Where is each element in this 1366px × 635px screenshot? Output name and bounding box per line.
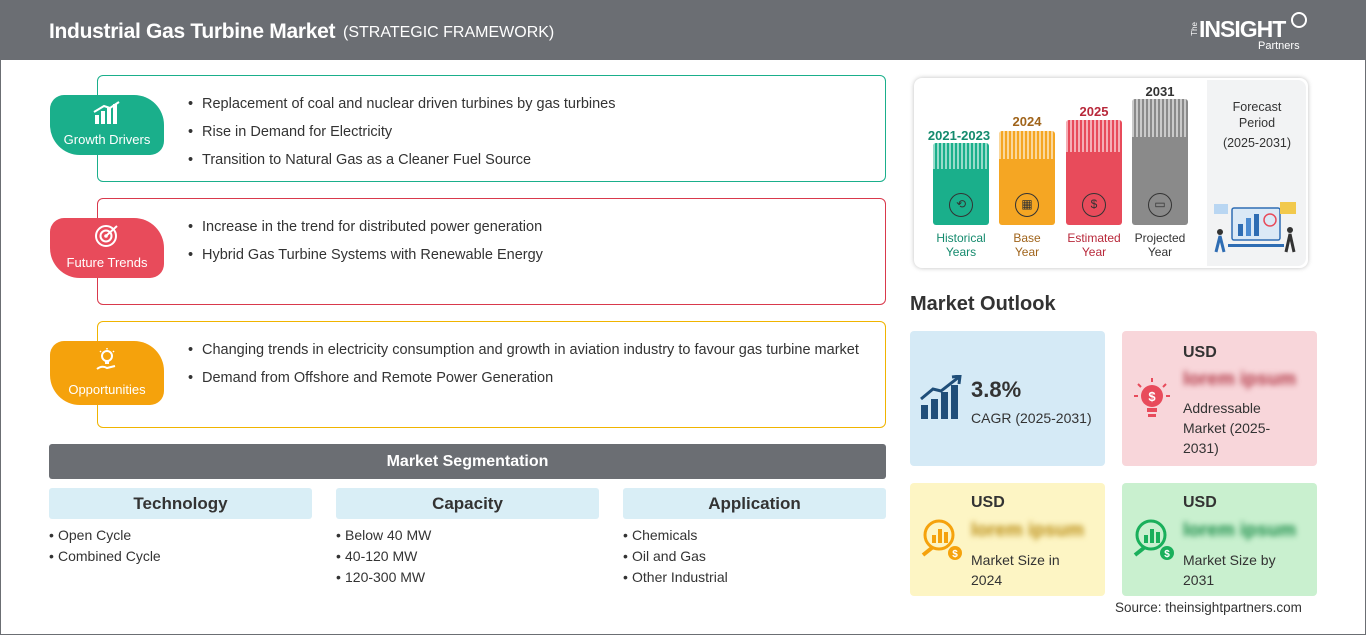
future-trends-list: Increase in the trend for distributed po… bbox=[188, 217, 865, 273]
timeline-year: 2031 bbox=[1145, 84, 1175, 99]
list-item: Combined Cycle bbox=[49, 546, 312, 567]
timeline-label: Base Year bbox=[1013, 231, 1041, 259]
svg-text:$: $ bbox=[1148, 389, 1156, 404]
page-subtitle: (STRATEGIC FRAMEWORK) bbox=[343, 24, 555, 41]
segment-list: Below 40 MW 40-120 MW 120-300 MW bbox=[336, 525, 599, 588]
timeline-bar-projected: ▭ bbox=[1132, 99, 1188, 225]
page-title: Industrial Gas Turbine Market bbox=[49, 20, 336, 43]
logo-main-text: INSIGHT bbox=[1199, 16, 1286, 42]
size2031-label: Market Size by 2031 bbox=[1183, 552, 1276, 588]
segment-heading: Technology bbox=[49, 488, 312, 519]
timeline-label: Estimated Year bbox=[1067, 231, 1121, 259]
addressable-market-box: $ USD lorem ipsum Addressable Market (20… bbox=[1122, 331, 1317, 466]
insight-partners-logo[interactable]: The INSIGHT Partners bbox=[1190, 10, 1310, 54]
cagr-value: 3.8% bbox=[971, 377, 1022, 402]
list-item: Hybrid Gas Turbine Systems with Renewabl… bbox=[188, 245, 865, 265]
list-item: Increase in the trend for distributed po… bbox=[188, 217, 865, 237]
timeline-year: 2024 bbox=[1012, 114, 1042, 129]
market-outlook-title: Market Outlook bbox=[910, 293, 1056, 315]
bar-chart-icon bbox=[50, 101, 164, 130]
size2024-value: lorem ipsum bbox=[971, 520, 1084, 541]
money-chart-icon: $ bbox=[1082, 193, 1106, 217]
future-trends-label: Future Trends bbox=[66, 255, 148, 270]
list-item: Changing trends in electricity consumpti… bbox=[188, 340, 865, 360]
growth-chart-icon bbox=[919, 374, 963, 426]
market-size-2024-box: $ USD lorem ipsum Market Size in 2024 bbox=[910, 483, 1105, 596]
list-item: 40-120 MW bbox=[336, 546, 599, 567]
growth-drivers-card: Replacement of coal and nuclear driven t… bbox=[97, 75, 886, 182]
list-item: Demand from Offshore and Remote Power Ge… bbox=[188, 368, 865, 388]
analytics-illustration-icon bbox=[1210, 198, 1300, 256]
market-size-2031-box: $ USD lorem ipsum Market Size by 2031 bbox=[1122, 483, 1317, 596]
idea-money-icon: $ bbox=[1132, 376, 1172, 427]
list-item: Replacement of coal and nuclear driven t… bbox=[188, 94, 865, 114]
cagr-label: CAGR (2025-2031) bbox=[971, 410, 1092, 426]
list-item: Other Industrial bbox=[623, 567, 886, 588]
list-item: Oil and Gas bbox=[623, 546, 886, 567]
growth-drivers-badge: Growth Drivers bbox=[50, 95, 164, 155]
timeline-bar-historical: ⟲ bbox=[933, 143, 989, 225]
list-item: 120-300 MW bbox=[336, 567, 599, 588]
timeline-bar-base: ▦ bbox=[999, 131, 1055, 225]
size2024-currency: USD bbox=[971, 494, 1005, 511]
calendar-icon: ▦ bbox=[1015, 193, 1039, 217]
timeline-bar-estimated: $ bbox=[1066, 120, 1122, 225]
cagr-box: 3.8% CAGR (2025-2031) bbox=[910, 331, 1105, 466]
market-segmentation-title: Market Segmentation bbox=[49, 444, 886, 479]
presentation-icon: ▭ bbox=[1148, 193, 1172, 217]
svg-text:$: $ bbox=[1164, 549, 1170, 560]
logo-ring-icon bbox=[1291, 12, 1307, 28]
list-item: Transition to Natural Gas as a Cleaner F… bbox=[188, 150, 865, 170]
history-icon: ⟲ bbox=[949, 193, 973, 217]
segment-heading: Application bbox=[623, 488, 886, 519]
money-growth-icon: $ bbox=[1131, 517, 1177, 568]
segment-list: Open Cycle Combined Cycle bbox=[49, 525, 312, 567]
size2031-currency: USD bbox=[1183, 494, 1217, 511]
target-icon bbox=[50, 224, 164, 253]
timeline-label: Projected Year bbox=[1134, 231, 1186, 259]
addressable-value: lorem ipsum bbox=[1183, 369, 1296, 390]
money-growth-icon: $ bbox=[919, 517, 965, 568]
opportunities-label: Opportunities bbox=[68, 382, 146, 397]
segment-capacity: Capacity Below 40 MW 40-120 MW 120-300 M… bbox=[336, 488, 599, 588]
size2031-value: lorem ipsum bbox=[1183, 520, 1296, 541]
opportunities-list: Changing trends in electricity consumpti… bbox=[188, 340, 865, 396]
timeline-label: Historical Years bbox=[936, 231, 986, 259]
size2024-label: Market Size in 2024 bbox=[971, 552, 1060, 588]
list-item: Open Cycle bbox=[49, 525, 312, 546]
opportunities-card: Changing trends in electricity consumpti… bbox=[97, 321, 886, 428]
future-trends-badge: Future Trends bbox=[50, 218, 164, 278]
list-item: Rise in Demand for Electricity bbox=[188, 122, 865, 142]
list-item: Below 40 MW bbox=[336, 525, 599, 546]
addressable-currency: USD bbox=[1183, 344, 1217, 361]
header-bar: Industrial Gas Turbine Market (STRATEGIC… bbox=[0, 0, 1366, 60]
forecast-period-text: Forecast Period (2025-2031) bbox=[1222, 100, 1292, 150]
segment-heading: Capacity bbox=[336, 488, 599, 519]
timeline-year: 2021-2023 bbox=[927, 128, 991, 143]
segment-list: Chemicals Oil and Gas Other Industrial bbox=[623, 525, 886, 588]
opportunities-badge: Opportunities bbox=[50, 341, 164, 405]
future-trends-card: Increase in the trend for distributed po… bbox=[97, 198, 886, 305]
lightbulb-hand-icon bbox=[50, 347, 164, 378]
segment-technology: Technology Open Cycle Combined Cycle bbox=[49, 488, 312, 567]
svg-text:$: $ bbox=[952, 549, 958, 560]
source-credit[interactable]: Source: theinsightpartners.com bbox=[1115, 600, 1302, 615]
logo-sub-text: Partners bbox=[1258, 40, 1300, 52]
list-item: Chemicals bbox=[623, 525, 886, 546]
growth-drivers-list: Replacement of coal and nuclear driven t… bbox=[188, 94, 865, 178]
segment-application: Application Chemicals Oil and Gas Other … bbox=[623, 488, 886, 588]
timeline-year: 2025 bbox=[1079, 104, 1109, 119]
logo-the-text: The bbox=[1190, 22, 1199, 36]
growth-drivers-label: Growth Drivers bbox=[63, 132, 151, 147]
addressable-label: Addressable Market (2025-2031) bbox=[1183, 400, 1271, 456]
